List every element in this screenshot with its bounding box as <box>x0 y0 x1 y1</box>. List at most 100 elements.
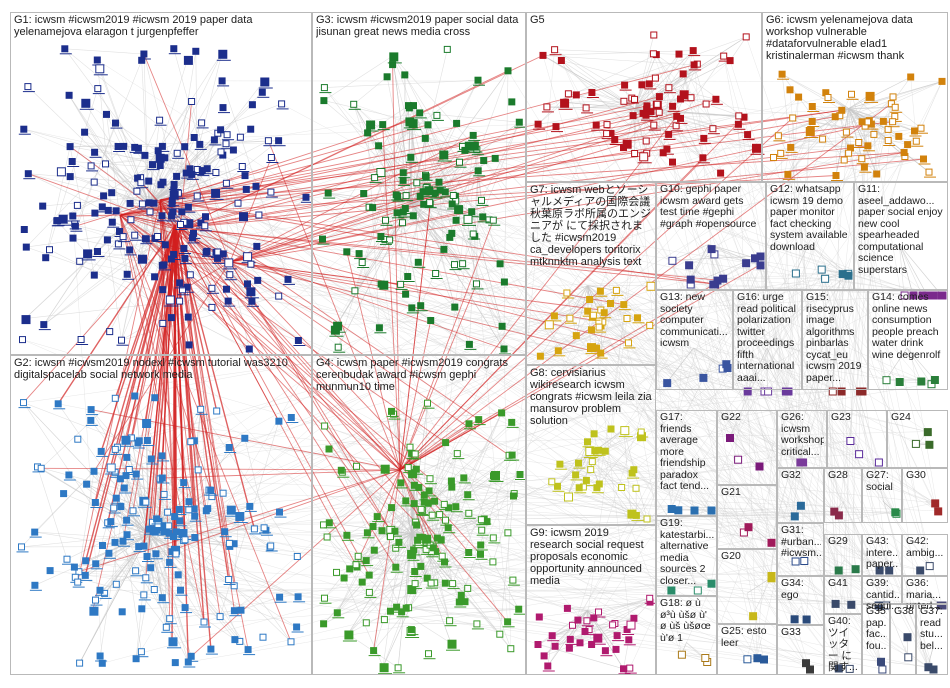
edge <box>405 293 929 445</box>
cluster-box-g17: G17: friends average more friendship par… <box>656 410 717 516</box>
cluster-label: G20 <box>721 551 741 562</box>
edge <box>439 514 795 517</box>
cluster-label: G42: ambig... <box>906 536 944 559</box>
edge <box>729 123 872 438</box>
cluster-label: G8: cervisiarius wikiresearch icwsm cong… <box>530 367 652 427</box>
cluster-label: G17: friends average more friendship par… <box>660 412 710 492</box>
edge <box>37 466 265 529</box>
cluster-label: G14: comes online news consumption peopl… <box>872 292 941 361</box>
edge <box>427 125 597 504</box>
edge <box>404 74 501 264</box>
edge <box>363 193 801 463</box>
edge <box>847 273 889 571</box>
edge <box>459 454 513 603</box>
highlight-edge <box>190 469 401 657</box>
edge <box>576 335 749 527</box>
highlight-edge <box>399 283 715 471</box>
highlight-edge <box>119 121 893 216</box>
edge <box>759 264 801 463</box>
edge <box>419 112 503 327</box>
edge <box>396 533 412 608</box>
edge <box>168 96 799 534</box>
cluster-box-g43: G43: intere... paper... <box>862 534 902 576</box>
edge <box>600 325 801 463</box>
edge <box>384 608 519 620</box>
cluster-label: G43: intere... paper... <box>866 536 899 570</box>
edge <box>686 471 695 511</box>
edge <box>503 348 512 649</box>
edge <box>84 102 150 204</box>
edge <box>115 101 192 211</box>
edge <box>358 556 851 605</box>
edge <box>188 316 806 663</box>
edge <box>808 244 848 274</box>
cluster-box-g8: G8: cervisiarius wikiresearch icwsm cong… <box>526 365 656 525</box>
edge <box>759 255 789 392</box>
highlight-edge <box>179 282 401 471</box>
edge <box>662 87 670 153</box>
edge <box>682 73 692 98</box>
edge <box>625 143 886 606</box>
edge <box>561 60 738 460</box>
edge <box>543 623 631 657</box>
edge <box>593 315 810 670</box>
cluster-label: G10: gephi paper icwsm award gets test t… <box>660 184 757 230</box>
edge <box>78 533 150 572</box>
edge <box>411 195 456 204</box>
edge <box>596 598 650 638</box>
edge <box>474 236 803 463</box>
edge <box>591 329 839 669</box>
edge <box>567 474 576 497</box>
edge <box>822 138 849 154</box>
edge <box>848 107 896 109</box>
highlight-edge <box>229 135 474 263</box>
edge <box>397 212 842 392</box>
edge <box>131 278 825 439</box>
edge <box>405 293 789 392</box>
edge <box>708 244 755 259</box>
edge <box>766 347 786 392</box>
edge <box>115 122 150 204</box>
edge <box>587 610 628 630</box>
edge <box>600 352 839 669</box>
edge <box>336 203 412 326</box>
edge <box>347 533 412 635</box>
edge <box>746 347 768 392</box>
cluster-box-g42: G42: ambig... <box>902 534 948 576</box>
highlight-edge <box>179 158 924 229</box>
edge <box>106 114 128 275</box>
edge <box>106 114 150 204</box>
edge <box>634 83 650 109</box>
edge <box>566 292 577 336</box>
cluster-box-g20: G20 <box>717 549 777 624</box>
edge <box>885 347 908 380</box>
cluster-box-g28: G28 <box>824 468 862 523</box>
edge <box>671 260 758 658</box>
edge <box>605 450 633 474</box>
edge <box>670 471 687 509</box>
edge <box>108 553 167 628</box>
cluster-label: G26: icwsm workshop critical... <box>781 412 824 458</box>
edge <box>600 291 744 533</box>
edge <box>568 63 698 95</box>
edge <box>179 509 806 663</box>
edge <box>28 173 149 204</box>
edge <box>323 55 393 101</box>
edge <box>864 158 924 168</box>
edge <box>469 170 479 345</box>
edge <box>752 577 772 616</box>
edge <box>148 533 163 598</box>
cluster-box-g11: G11: aseel_addawo... paper social enjoy … <box>854 182 948 290</box>
edge <box>392 55 412 204</box>
edge <box>623 304 935 504</box>
edge <box>906 347 932 384</box>
edge <box>178 192 279 297</box>
edge <box>546 106 644 114</box>
edge <box>723 56 879 606</box>
edge <box>353 104 408 277</box>
edge <box>148 53 223 204</box>
edge <box>537 102 564 125</box>
edge <box>634 50 694 109</box>
edge <box>792 116 895 119</box>
edge <box>570 264 689 640</box>
